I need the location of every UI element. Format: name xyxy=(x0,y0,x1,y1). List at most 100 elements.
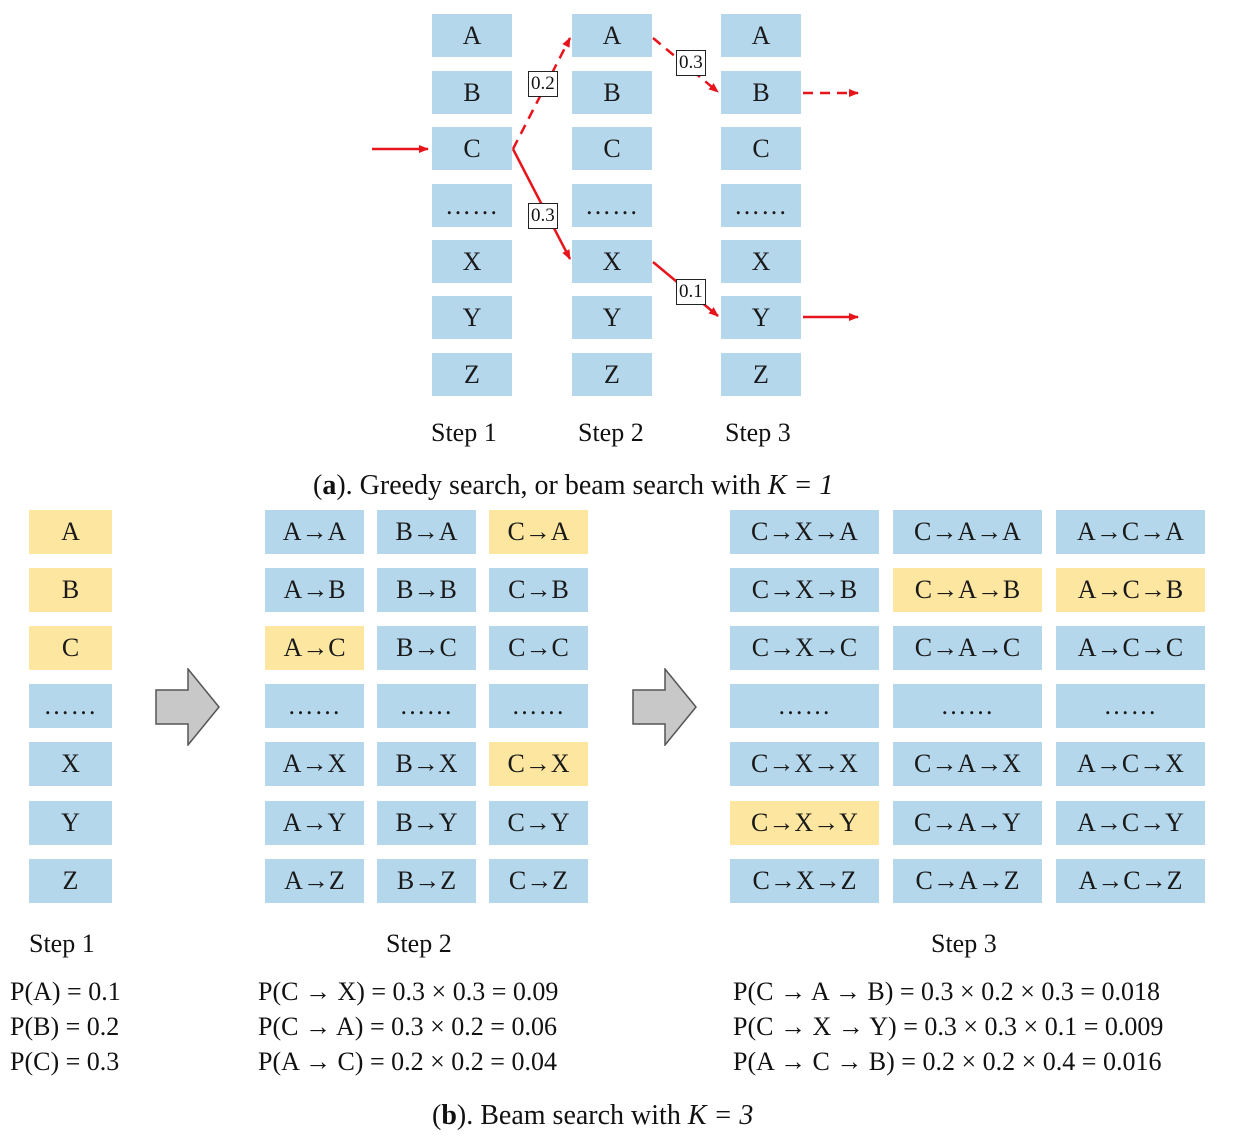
beam-cell: A→A xyxy=(265,510,364,554)
beam-cell: …… xyxy=(893,684,1042,728)
token-cell: Z xyxy=(432,353,512,396)
token-cell: A xyxy=(572,14,652,57)
part-b-step1-label: Step 1 xyxy=(29,929,95,958)
token-cell: B xyxy=(572,71,652,114)
beam-cell: C→Z xyxy=(489,859,588,903)
part-b-caption-letter: b xyxy=(441,1100,457,1131)
beam-cell: C→A→X xyxy=(893,742,1042,786)
edge-label-c-a: 0.2 xyxy=(528,71,558,97)
beam-cell: C→X→Y xyxy=(730,801,879,845)
beam-cell: C→B xyxy=(489,568,588,612)
token-cell: …… xyxy=(572,184,652,227)
beam-cell: B→C xyxy=(377,626,476,670)
prob-line: P(A → C → B) = 0.2 × 0.2 × 0.4 = 0.016 xyxy=(733,1047,1162,1076)
beam-cell: A→Z xyxy=(265,859,364,903)
beam-cell: C→X→C xyxy=(730,626,879,670)
beam-cell: C xyxy=(29,626,112,670)
part-b-caption-text: ). Beam search with xyxy=(456,1100,688,1131)
token-cell: X xyxy=(721,240,801,283)
part-a-caption-letter: a xyxy=(322,470,337,501)
beam-cell: A→C→C xyxy=(1056,626,1205,670)
token-cell: C xyxy=(721,127,801,170)
prob-line: P(A → C) = 0.2 × 0.2 = 0.04 xyxy=(258,1047,557,1076)
beam-cell: C→A→Y xyxy=(893,801,1042,845)
token-cell: X xyxy=(432,240,512,283)
token-cell: Y xyxy=(432,296,512,339)
beam-cell: A→B xyxy=(265,568,364,612)
part-a-step3-label: Step 3 xyxy=(725,418,791,447)
token-cell: Y xyxy=(721,296,801,339)
beam-cell: C→A→Z xyxy=(893,859,1042,903)
edge-label-x-y: 0.1 xyxy=(676,279,706,305)
prob-line: P(A) = 0.1 xyxy=(10,977,121,1006)
beam-cell: …… xyxy=(730,684,879,728)
token-cell: C xyxy=(572,127,652,170)
beam-cell: C→A xyxy=(489,510,588,554)
step1-probabilities: P(A) = 0.1 P(B) = 0.2 P(C) = 0.3 xyxy=(10,974,121,1079)
beam-cell: C→A→A xyxy=(893,510,1042,554)
beam-cell: A→X xyxy=(265,742,364,786)
token-cell: Y xyxy=(572,296,652,339)
beam-cell: A→C→A xyxy=(1056,510,1205,554)
token-cell: X xyxy=(572,240,652,283)
part-b-step3-label: Step 3 xyxy=(931,929,997,958)
part-a-step1-label: Step 1 xyxy=(431,418,497,447)
beam-cell: …… xyxy=(489,684,588,728)
token-cell: …… xyxy=(432,184,512,227)
prob-line: P(C → A → B) = 0.3 × 0.2 × 0.3 = 0.018 xyxy=(733,977,1161,1006)
beam-cell: C→X→B xyxy=(730,568,879,612)
beam-cell: A→C→Z xyxy=(1056,859,1205,903)
beam-cell: …… xyxy=(29,684,112,728)
part-a-step2-label: Step 2 xyxy=(578,418,644,447)
token-cell: A xyxy=(432,14,512,57)
part-a-caption-k: K = 1 xyxy=(767,470,834,501)
beam-cell: B→B xyxy=(377,568,476,612)
edge-label-c-x: 0.3 xyxy=(528,203,558,229)
beam-cell: B→Z xyxy=(377,859,476,903)
token-cell: …… xyxy=(721,184,801,227)
beam-cell: B→X xyxy=(377,742,476,786)
token-cell: C xyxy=(432,127,512,170)
beam-cell: C→A→C xyxy=(893,626,1042,670)
token-cell: Z xyxy=(572,353,652,396)
prob-line: P(B) = 0.2 xyxy=(10,1012,120,1041)
part-a-caption-text: ). Greedy search, or beam search with xyxy=(336,470,768,501)
beam-cell: Y xyxy=(29,801,112,845)
beam-cell: A xyxy=(29,510,112,554)
token-cell: A xyxy=(721,14,801,57)
beam-cell: C→Y xyxy=(489,801,588,845)
beam-cell: C→X→A xyxy=(730,510,879,554)
part-b-caption: (b). Beam search with K = 3 xyxy=(432,1100,754,1131)
prob-line: P(C → A) = 0.3 × 0.2 = 0.06 xyxy=(258,1012,557,1041)
beam-cell: C→C xyxy=(489,626,588,670)
beam-cell: B→A xyxy=(377,510,476,554)
beam-cell: …… xyxy=(1056,684,1205,728)
step-transition-arrow-2 xyxy=(632,668,697,746)
edge-c-to-a xyxy=(511,37,572,150)
beam-cell: A→C→X xyxy=(1056,742,1205,786)
beam-cell: X xyxy=(29,742,112,786)
step2-probabilities: P(C → X) = 0.3 × 0.3 = 0.09 P(C → A) = 0… xyxy=(258,974,558,1079)
prob-line: P(C) = 0.3 xyxy=(10,1047,120,1076)
step-transition-arrow-1 xyxy=(155,668,220,746)
beam-cell: …… xyxy=(377,684,476,728)
part-b-caption-k: K = 3 xyxy=(687,1100,754,1131)
beam-cell: B→Y xyxy=(377,801,476,845)
beam-cell: C→X→Z xyxy=(730,859,879,903)
prob-line: P(C → X → Y) = 0.3 × 0.3 × 0.1 = 0.009 xyxy=(733,1012,1164,1041)
beam-cell: B xyxy=(29,568,112,612)
token-cell: B xyxy=(721,71,801,114)
beam-cell: …… xyxy=(265,684,364,728)
prob-line: P(C → X) = 0.3 × 0.3 = 0.09 xyxy=(258,977,559,1006)
beam-cell: C→X xyxy=(489,742,588,786)
beam-cell: A→C→B xyxy=(1056,568,1205,612)
part-a-caption: (a). Greedy search, or beam search with … xyxy=(313,470,834,501)
beam-cell: C→X→X xyxy=(730,742,879,786)
beam-cell: A→Y xyxy=(265,801,364,845)
part-b-step2-label: Step 2 xyxy=(386,929,452,958)
beam-cell: A→C xyxy=(265,626,364,670)
token-cell: Z xyxy=(721,353,801,396)
beam-cell: A→C→Y xyxy=(1056,801,1205,845)
edge-label-a-b: 0.3 xyxy=(676,50,706,76)
